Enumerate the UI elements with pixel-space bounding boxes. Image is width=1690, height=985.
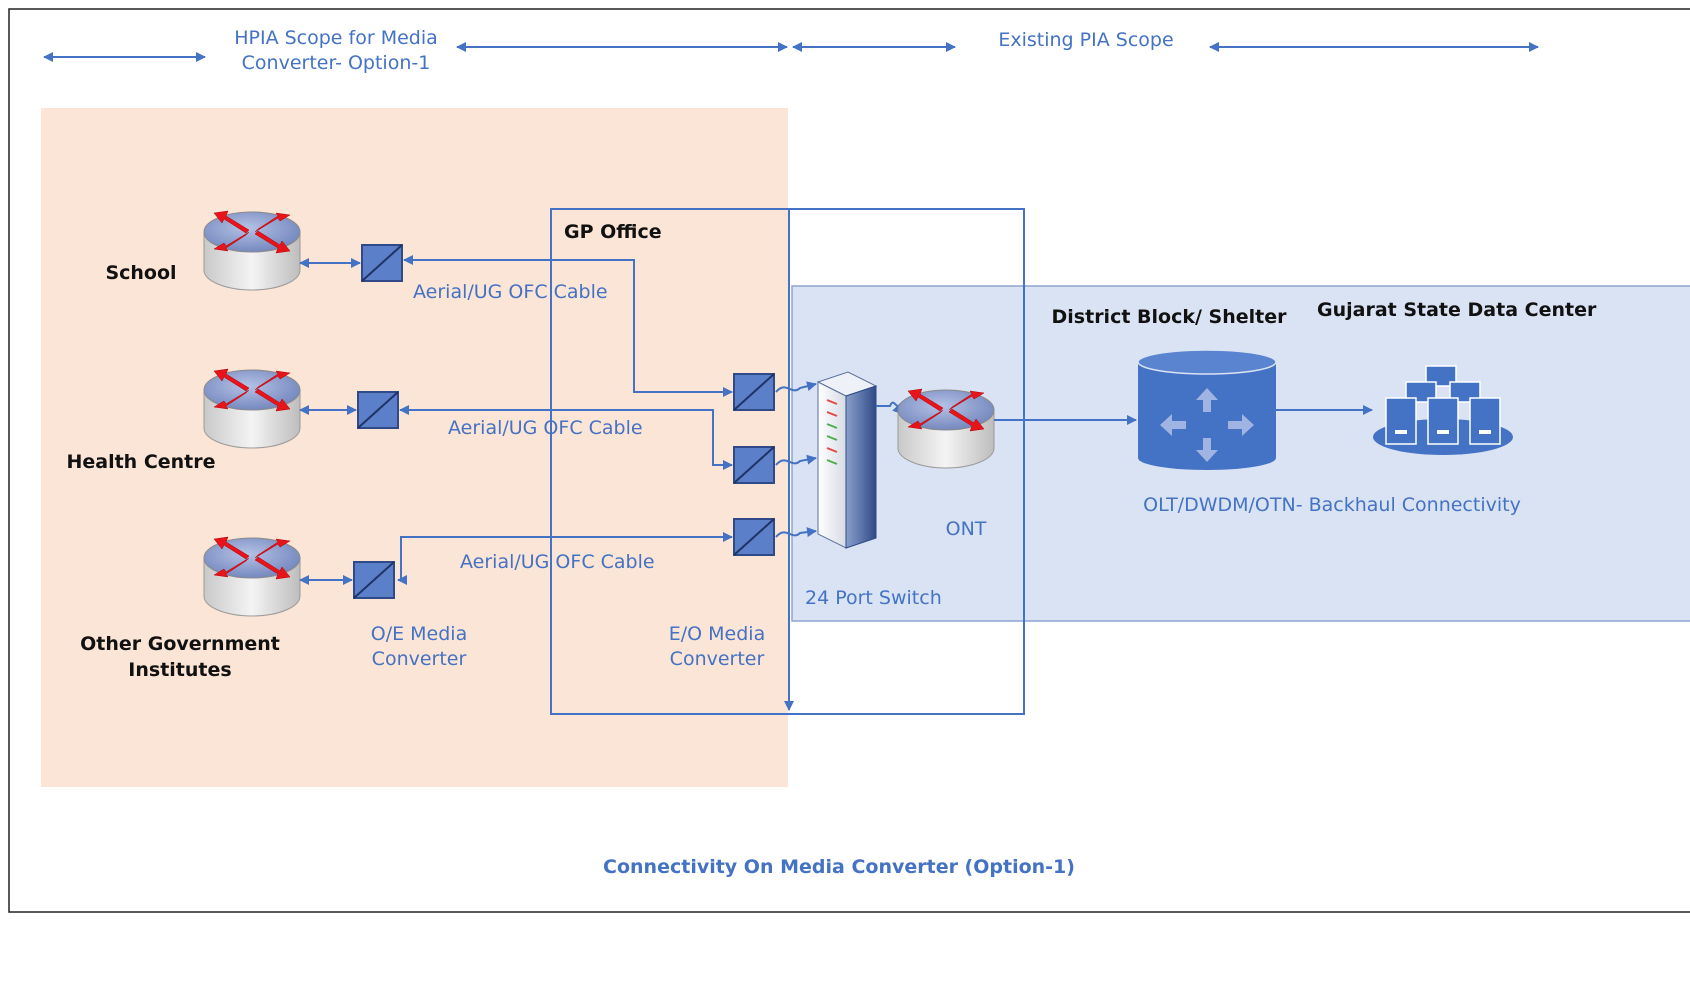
- ont-label: ONT: [946, 518, 987, 540]
- eo-converter-3-icon: [733, 518, 775, 556]
- eo-converter-2-icon: [733, 446, 775, 484]
- ofc-cable-1: [403, 255, 733, 397]
- oe-converter-label-line2: Converter: [372, 648, 467, 670]
- oe-converter-other-icon: [353, 561, 395, 599]
- other-govt-label-line1: Other Government: [80, 633, 280, 655]
- ofc-cable-3: [397, 532, 733, 585]
- eo-converter-label-line1: E/O Media: [669, 623, 765, 645]
- eo-converter-label-line2: Converter: [670, 648, 765, 670]
- oe-converter-health-icon: [357, 391, 399, 429]
- hpia-scope-label-line1: HPIA Scope for Media: [234, 27, 438, 49]
- district-block-label: District Block/ Shelter: [1052, 306, 1288, 328]
- hpia-scope-label-line2: Converter- Option-1: [242, 52, 431, 74]
- datacenter-icon: [1373, 365, 1513, 455]
- other-govt-router-icon: [203, 536, 301, 617]
- diagram-caption: Connectivity On Media Converter (Option-…: [603, 856, 1075, 878]
- switch-icon: [816, 371, 878, 549]
- other-govt-label-line2: Institutes: [128, 659, 231, 681]
- datacenter-label: Gujarat State Data Center: [1317, 299, 1597, 321]
- switch-label: 24 Port Switch: [805, 587, 942, 609]
- oe-converter-school-icon: [361, 244, 403, 282]
- existing-pia-scope-label: Existing PIA Scope: [998, 29, 1173, 51]
- ont-router-icon: [897, 388, 995, 469]
- oe-converter-label-line1: O/E Media: [371, 623, 467, 645]
- eo-to-switch-link-1: [775, 381, 817, 393]
- ofc-cable-label-1: Aerial/UG OFC Cable: [413, 281, 608, 303]
- school-label: School: [105, 262, 176, 284]
- health-centre-label: Health Centre: [66, 451, 215, 473]
- eo-converter-1-icon: [733, 373, 775, 411]
- ofc-cable-label-3: Aerial/UG OFC Cable: [460, 551, 655, 573]
- health-centre-router-icon: [203, 368, 301, 449]
- eo-to-switch-link-3: [775, 527, 817, 538]
- gp-office-label: GP Office: [564, 221, 662, 243]
- ofc-cable-label-2: Aerial/UG OFC Cable: [448, 417, 643, 439]
- eo-to-switch-link-2: [775, 454, 817, 466]
- olt-cylinder-icon: [1137, 349, 1277, 470]
- school-router-icon: [203, 210, 301, 291]
- ofc-cable-2: [399, 405, 733, 470]
- olt-label: OLT/DWDM/OTN- Backhaul Connectivity: [1143, 494, 1521, 516]
